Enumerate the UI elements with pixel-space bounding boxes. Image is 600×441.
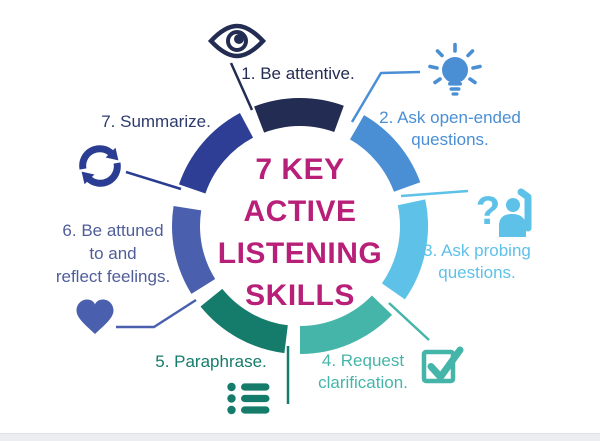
step-label-7: 7. Summarize.: [101, 112, 211, 131]
step-label-5: 5. Paraphrase.: [155, 352, 267, 371]
step-label-1: 1. Be attentive.: [241, 64, 355, 83]
leader-line-7: [125, 170, 182, 191]
leader-line-4: [388, 302, 430, 341]
lightbulb-icon: [428, 42, 482, 96]
ring-segment-6: [172, 206, 216, 294]
leader-line-3: [400, 189, 469, 198]
svg-text:?: ?: [476, 189, 500, 233]
ring-segment-5: [200, 288, 289, 354]
ring-segment-7: [178, 112, 254, 194]
refresh-arrows-icon: [79, 145, 121, 187]
leader-line-6: [116, 298, 197, 329]
step-label-4: 4. Request clarification.: [318, 351, 408, 392]
checkbox-icon: [421, 346, 464, 384]
ring-segment-4: [299, 295, 393, 354]
step-label-6: 6. Be attuned to and reflect feelings.: [55, 221, 171, 286]
ring-segment-1: [254, 98, 344, 133]
center-title: 7 KEY ACTIVE LISTENING SKILLS: [217, 153, 383, 312]
ring-segment-2: [349, 115, 421, 193]
ring-segment-3: [381, 199, 428, 300]
leader-line-2: [350, 70, 421, 123]
raised-hand-question-icon: ?: [476, 188, 532, 237]
step-label-3: 3. Ask probing questions.: [423, 241, 531, 282]
ring: [172, 98, 428, 354]
eye-icon: [207, 23, 267, 59]
step-label-2: 2. Ask open-ended questions.: [379, 108, 521, 149]
bullet-list-icon: [227, 382, 270, 415]
heart-icon: [76, 299, 114, 334]
bottom-strip: [0, 433, 600, 441]
leader-line-1: [229, 62, 254, 111]
